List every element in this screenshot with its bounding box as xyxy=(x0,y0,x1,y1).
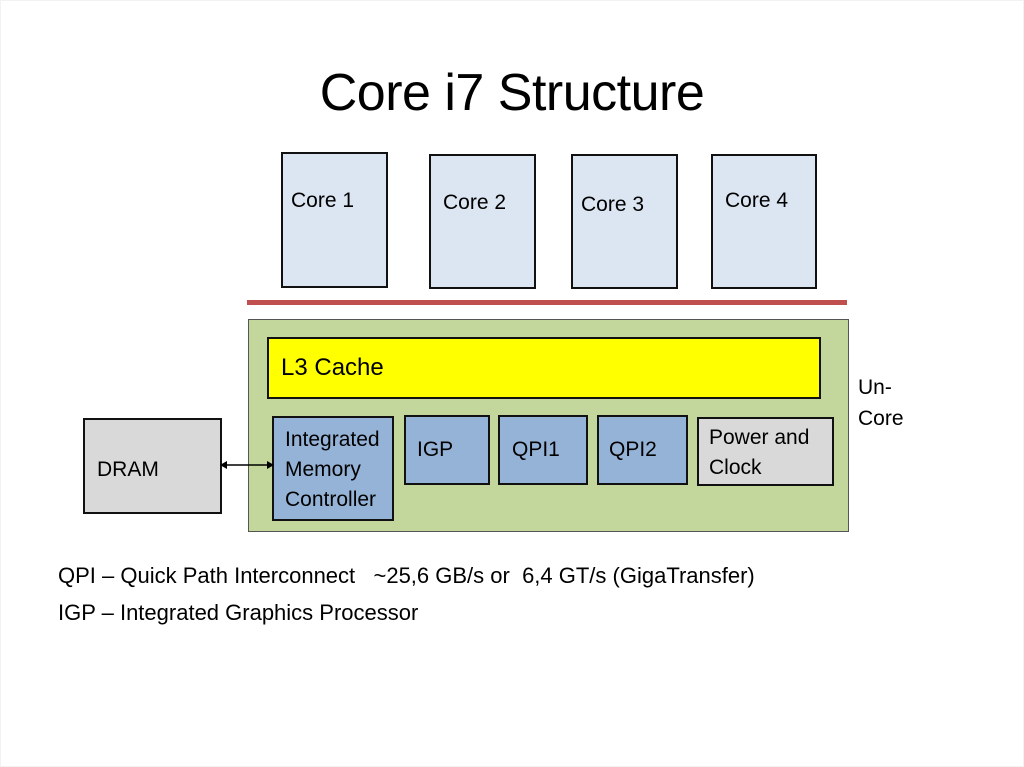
core-2-label: Core 2 xyxy=(443,191,507,214)
core-1-box: Core 1 xyxy=(281,152,388,288)
dram-box: DRAM xyxy=(83,418,222,514)
core-1-label: Core 1 xyxy=(291,189,355,212)
core-3-box: Core 3 xyxy=(571,154,678,289)
imc-label-line3: Controller xyxy=(285,488,377,511)
qpi1-box: QPI1 xyxy=(498,415,588,485)
core-2-box: Core 2 xyxy=(429,154,536,289)
core-3-label: Core 3 xyxy=(581,193,645,216)
uncore-label-line2: Core xyxy=(858,407,904,430)
power-clock-label-line2: Clock xyxy=(709,456,762,479)
dram-imc-bidirectional-arrow xyxy=(220,461,274,469)
footnote-igp: IGP – Integrated Graphics Processor xyxy=(58,600,419,625)
arrowhead-right xyxy=(267,461,274,469)
qpi2-label: QPI2 xyxy=(609,438,657,461)
l3-cache-box: L3 Cache xyxy=(267,337,821,399)
imc-label-line1: Integrated xyxy=(285,428,380,451)
power-clock-box: Power and Clock xyxy=(697,417,834,486)
l3-cache-label: L3 Cache xyxy=(281,354,384,381)
imc-box: Integrated Memory Controller xyxy=(272,416,394,521)
qpi2-box: QPI2 xyxy=(597,415,688,485)
qpi1-label: QPI1 xyxy=(512,438,560,461)
igp-box: IGP xyxy=(404,415,490,485)
imc-label-line2: Memory xyxy=(285,458,361,481)
power-clock-label-line1: Power and xyxy=(709,426,810,449)
footnote-qpi: QPI – Quick Path Interconnect ~25,6 GB/s… xyxy=(58,563,755,588)
core-uncore-separator xyxy=(247,300,847,305)
uncore-label-line1: Un- xyxy=(858,376,892,399)
slide-title: Core i7 Structure xyxy=(319,64,705,122)
dram-label: DRAM xyxy=(97,458,159,481)
core-4-box: Core 4 xyxy=(711,154,817,289)
core-4-label: Core 4 xyxy=(725,189,789,212)
uncore-label: Un- Core xyxy=(858,372,904,434)
arrowhead-left xyxy=(220,461,227,469)
igp-label: IGP xyxy=(417,438,454,461)
